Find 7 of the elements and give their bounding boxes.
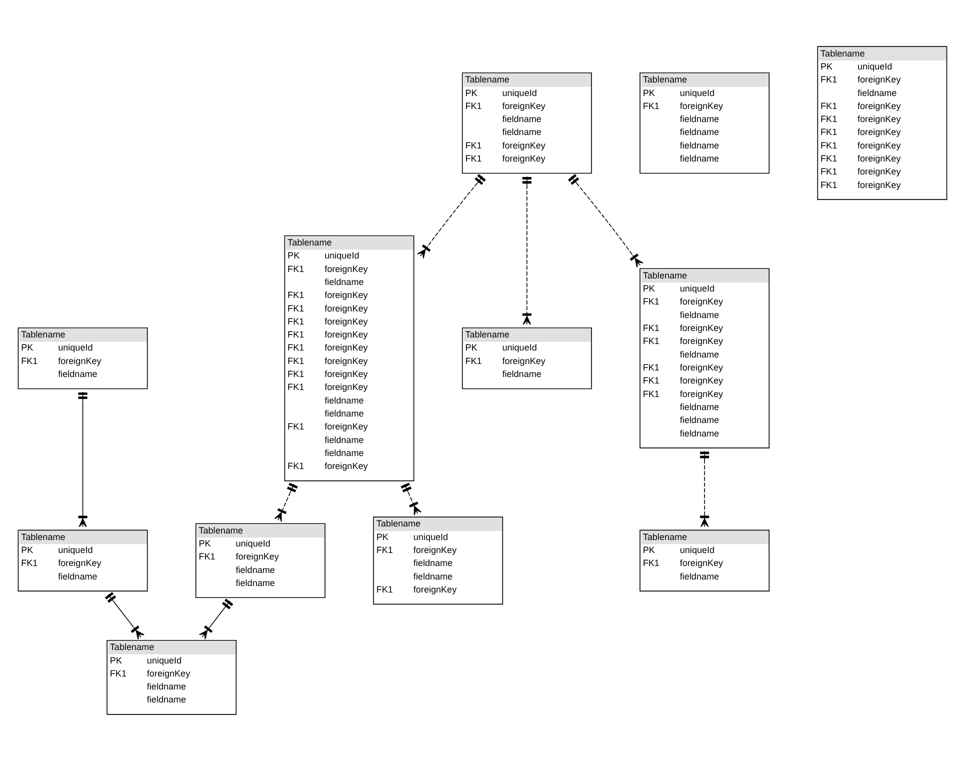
connector	[568, 174, 644, 268]
connector	[198, 598, 234, 640]
connector	[104, 592, 144, 640]
connector	[400, 482, 422, 516]
connector	[522, 176, 532, 324]
connector	[417, 174, 486, 258]
connector	[274, 482, 298, 522]
